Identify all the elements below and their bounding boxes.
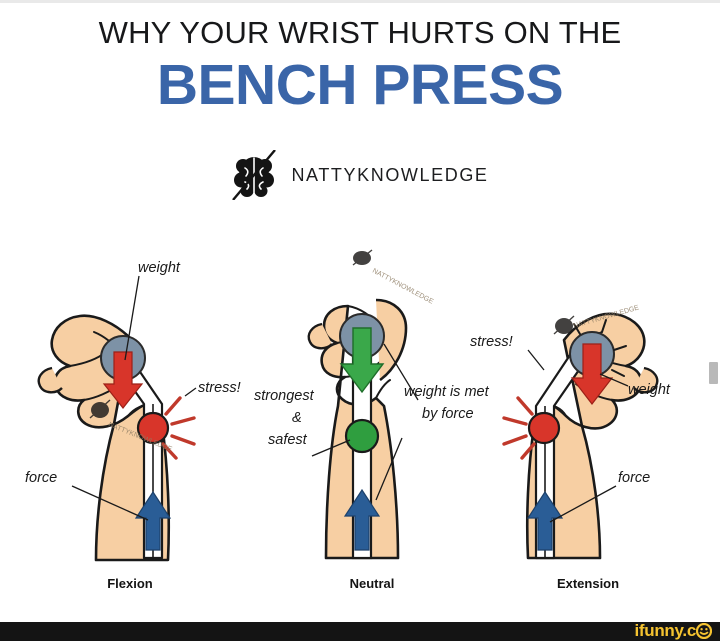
caption-flexion: Flexion — [107, 576, 153, 591]
force-label: force — [618, 470, 650, 486]
caption-extension: Extension — [556, 576, 620, 591]
strongest-label: strongest — [254, 388, 315, 404]
panel-neutral: NATTYKNOWLEDGE strongest & safest weight… — [252, 228, 492, 598]
leader-lines — [527, 349, 629, 523]
force-label: force — [25, 470, 57, 486]
grip-lines — [573, 319, 627, 377]
safest-label: safest — [268, 432, 308, 448]
force-arrow-up — [343, 488, 381, 551]
footer-bar — [0, 622, 720, 641]
watermark-text: ifunny.c — [634, 621, 696, 640]
caption-neutral: Neutral — [349, 576, 395, 591]
stress-joint-dot — [136, 411, 170, 445]
panel-extension: NATTYKNOWLEDGE stress! weight force Exte… — [468, 228, 708, 598]
diagram-row: NATTYKNOWLEDGE weight stress! force Flex… — [0, 228, 720, 598]
safe-joint-dot — [344, 418, 380, 454]
ifunny-watermark: ifunny.c — [634, 621, 712, 641]
watermark-stamp: NATTYKNOWLEDGE — [352, 249, 435, 306]
neutral-illustration: NATTYKNOWLEDGE strongest & safest weight… — [254, 249, 490, 560]
weight-label: weight — [138, 260, 181, 276]
stress-joint-dot — [527, 411, 561, 445]
stress-label: stress! — [198, 380, 241, 396]
smiley-face-icon — [696, 623, 712, 639]
stress-rays — [502, 396, 536, 460]
weight-label: weight — [628, 382, 671, 398]
leader-lines — [311, 343, 419, 501]
scrollbar-thumb[interactable] — [709, 362, 718, 384]
leader-lines — [71, 275, 197, 521]
force-arrow-up — [526, 490, 564, 551]
slashed-brain-icon — [232, 150, 277, 200]
flexion-illustration: NATTYKNOWLEDGE weight stress! force — [25, 260, 241, 562]
header: WHY YOUR WRIST HURTS ON THE BENCH PRESS — [0, 14, 720, 116]
weight-arrow-down — [339, 327, 385, 394]
page-title-line-2: BENCH PRESS — [156, 53, 564, 117]
weight-met-label: weight is met — [404, 384, 490, 400]
page-title-line-1: WHY YOUR WRIST HURTS ON THE — [98, 15, 622, 50]
by-force-label: by force — [422, 406, 474, 422]
brand: NATTYKNOWLEDGE — [0, 150, 720, 200]
stress-rays — [161, 396, 196, 460]
panel-flexion: NATTYKNOWLEDGE weight stress! force Flex… — [10, 228, 250, 598]
ampersand-label: & — [292, 410, 302, 426]
top-divider — [0, 0, 720, 3]
weight-arrow-down — [102, 351, 144, 409]
extension-illustration: NATTYKNOWLEDGE stress! weight force — [470, 304, 671, 560]
stress-label: stress! — [470, 334, 513, 350]
weight-arrow-down — [570, 343, 614, 405]
brand-name: NATTYKNOWLEDGE — [291, 164, 489, 185]
